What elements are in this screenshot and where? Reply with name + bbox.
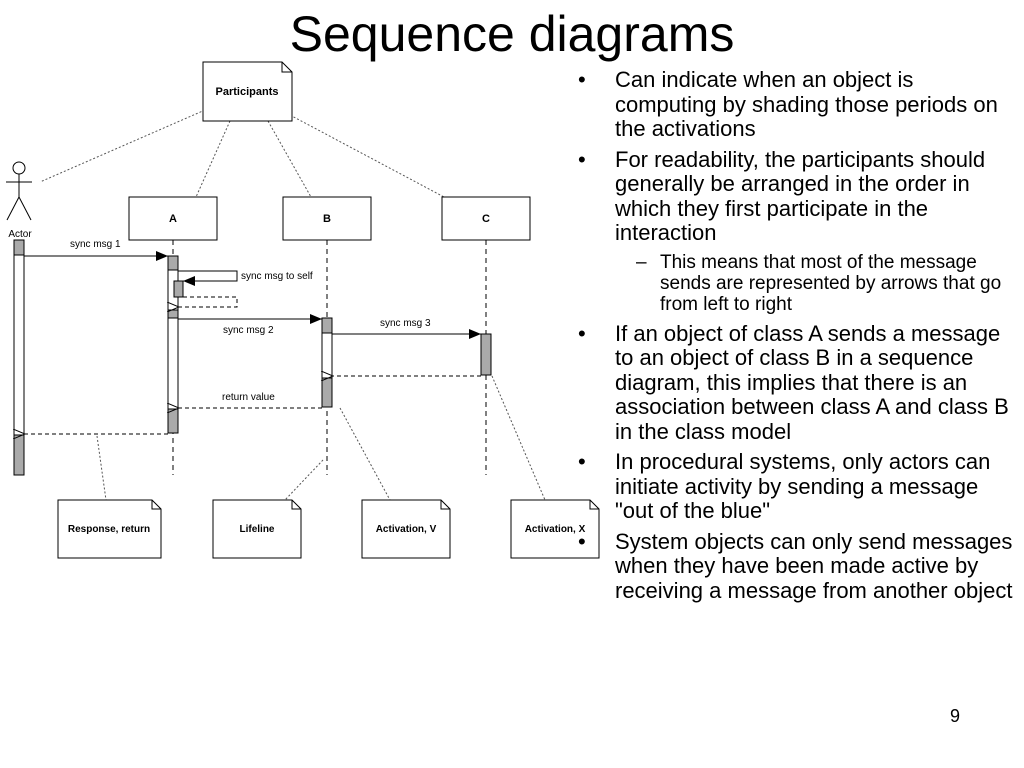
- actor-label: Actor: [8, 229, 32, 240]
- page-number: 9: [949, 706, 960, 726]
- bullet-marker: •: [578, 528, 586, 554]
- bullet-text: In procedural systems, only actors can i…: [615, 449, 991, 523]
- message-return-value: return value: [179, 392, 322, 408]
- note-activation-x-label: Activation, X: [525, 524, 586, 535]
- bullet-marker: •: [578, 320, 586, 346]
- object-c: C: [441, 196, 531, 241]
- message-sync-msg-1: sync msg 1: [24, 239, 168, 261]
- participants-note: Participants: [202, 61, 293, 122]
- note-activation-v-label: Activation, V: [376, 524, 437, 535]
- participants-connectors: [39, 109, 445, 198]
- object-b: B: [282, 196, 372, 241]
- note-response-return-label: Response, return: [68, 524, 150, 535]
- activation-actor: [13, 239, 25, 476]
- note-lifeline-label: Lifeline: [239, 524, 274, 535]
- participants-note-label: Participants: [216, 86, 279, 98]
- bullet-text: If an object of class A sends a message …: [615, 320, 1009, 444]
- bullet-item: • In procedural systems, only actors can…: [578, 449, 1018, 524]
- object-b-label: B: [323, 213, 331, 225]
- bullet-list: • Can indicate when an object is computi…: [578, 67, 1018, 609]
- bullet-marker: •: [578, 449, 586, 474]
- sequence-diagram: Participants Actor A B C: [6, 61, 600, 559]
- note-response-return: Response, return: [57, 499, 162, 559]
- sync-msg-to-self-label: sync msg to self: [241, 271, 313, 282]
- slide-title: Sequence diagrams: [289, 6, 735, 62]
- bullet-item: • Can indicate when an object is computi…: [578, 67, 1018, 142]
- activation-a-self: [173, 280, 184, 298]
- bottom-note-connectors: [96, 375, 546, 501]
- bullet-marker: •: [578, 146, 586, 172]
- bullet-item: • System objects can only send messages …: [578, 528, 1018, 604]
- message-sync-msg-2: sync msg 2: [178, 314, 322, 336]
- object-c-label: C: [482, 213, 490, 225]
- sub-bullet-marker: –: [636, 251, 647, 273]
- bullet-text: For readability, the participants should…: [615, 146, 986, 245]
- message-sync-msg-to-self: sync msg to self: [178, 270, 313, 286]
- sub-bullet-text: This means that most of the message send…: [660, 251, 1002, 315]
- sync-msg-2-label: sync msg 2: [223, 325, 274, 336]
- note-activation-x: Activation, X: [510, 499, 600, 559]
- sub-bullet-item: – This means that most of the message se…: [578, 252, 1018, 315]
- activation-c: [480, 333, 492, 376]
- bullet-item: • For readability, the participants shou…: [578, 146, 1018, 246]
- sync-msg-1-label: sync msg 1: [70, 239, 121, 250]
- object-a: A: [128, 196, 218, 241]
- activation-b: [321, 317, 333, 408]
- sync-msg-3-label: sync msg 3: [380, 318, 431, 329]
- message-self-return: [179, 296, 238, 307]
- bullet-text: System objects can only send messages wh…: [615, 528, 1013, 603]
- return-value-label: return value: [222, 392, 275, 403]
- actor-icon: [6, 161, 32, 221]
- note-lifeline: Lifeline: [212, 499, 302, 559]
- message-sync-msg-3: sync msg 3: [332, 318, 481, 339]
- bullet-item: • If an object of class A sends a messag…: [578, 320, 1018, 445]
- note-activation-v: Activation, V: [361, 499, 451, 559]
- bullet-text: Can indicate when an object is computing…: [615, 67, 998, 141]
- object-a-label: A: [169, 213, 177, 225]
- bullet-marker: •: [578, 67, 586, 92]
